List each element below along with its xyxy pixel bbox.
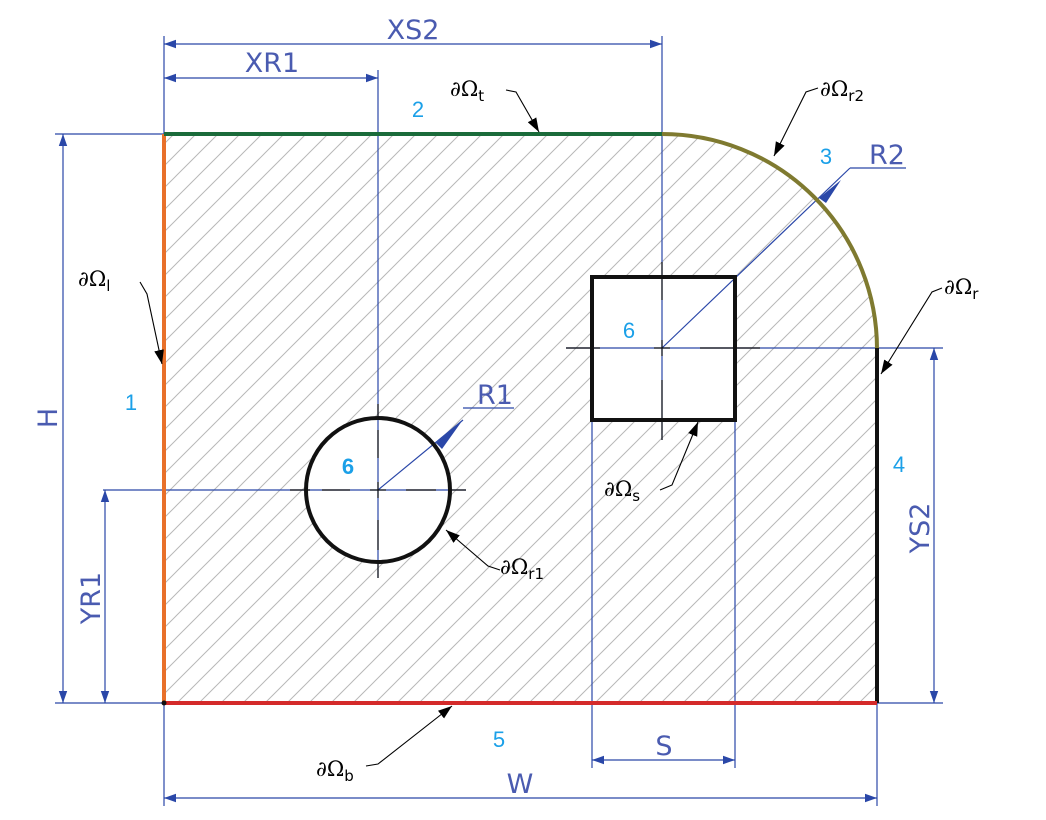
right-boundary-leader [880,287,943,375]
domain-hatch-area [164,134,877,703]
square-hole [590,275,737,422]
ys2-label: YS2 [905,503,936,555]
bottom-boundary-leader [365,705,453,767]
boundary-label-right: ∂Ωr [944,275,979,303]
circle-boundary-leader [445,529,501,571]
boundary-leaders [139,87,943,767]
left-boundary-leader [139,281,164,365]
xr1-label: XR1 [245,48,299,79]
arc-boundary [661,132,879,350]
circular-hole [304,416,452,564]
top-boundary-leader [505,89,540,133]
boundary-label-left: ∂Ωl [78,267,110,295]
boundary-label-circle: ∂Ωr1 [500,555,544,583]
w-label: W [507,769,534,800]
boundary-label-arc: ∂Ωr2 [820,77,864,105]
r2-leader [661,167,851,349]
yr1-label: YR1 [76,572,107,625]
arc-boundary-leader [773,87,819,157]
region-label-5: 5 [493,727,505,752]
region-label-6-circle: 6 [342,454,354,479]
square-boundary-leader [659,421,699,491]
origin-dot [161,700,167,706]
r1-leader [377,419,464,491]
r1-label: R1 [477,380,513,411]
region-label-1: 1 [125,390,137,415]
r2-arrow [819,180,841,203]
boundary-label-bottom: ∂Ωb [316,757,354,785]
region-label-6-square: 6 [623,318,635,343]
region-label-2: 2 [412,97,424,122]
xs2-label: XS2 [387,15,440,46]
r1-arrow [436,421,462,449]
region-label-4: 4 [893,452,905,477]
r2-label: R2 [869,140,905,171]
boundary-label-top: ∂Ωt [450,77,484,105]
boundary-label-square: ∂Ωs [604,477,640,505]
h-label: H [33,408,64,428]
dimension-lines [55,36,943,806]
region-label-3: 3 [820,144,832,169]
s-label: S [655,731,672,762]
